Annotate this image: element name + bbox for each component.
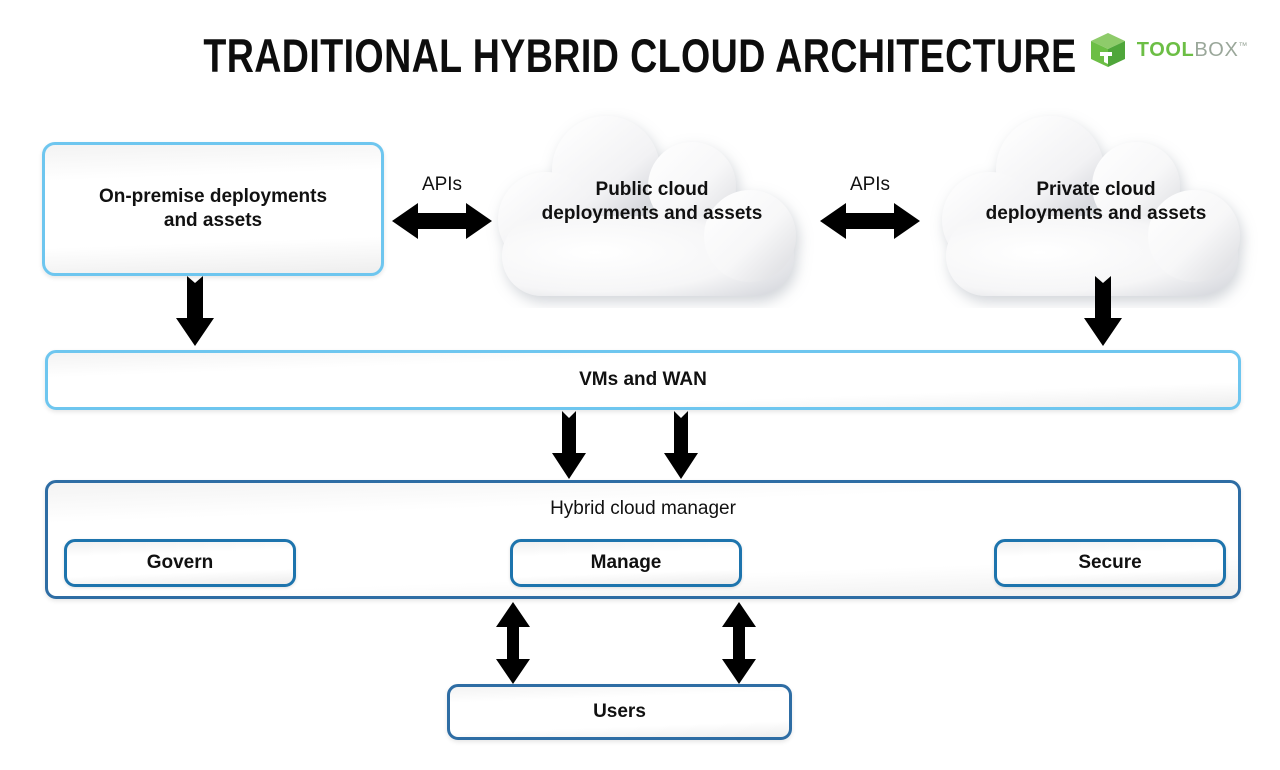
connector-vms-to-manager-right — [664, 411, 698, 479]
connector-manager-to-users-left — [496, 602, 530, 684]
double-arrow-horizontal-icon — [392, 203, 492, 239]
arrow-down-icon — [664, 411, 698, 479]
connector-manager-to-users-right — [722, 602, 756, 684]
connector-onprem-to-vms — [176, 276, 214, 346]
arrow-down-icon — [176, 276, 214, 346]
double-arrow-vertical-icon — [496, 602, 530, 684]
chip-govern[interactable]: Govern — [64, 539, 296, 587]
trademark-symbol: ™ — [1238, 40, 1248, 51]
hybrid-cloud-manager-title: Hybrid cloud manager — [550, 498, 736, 519]
arrow-down-icon — [1084, 276, 1122, 346]
node-public-cloud: Public cloud deployments and assets — [478, 108, 826, 308]
node-users-label: Users — [593, 700, 646, 722]
chip-govern-label: Govern — [146, 551, 214, 573]
cloud-shape-icon — [942, 116, 1240, 296]
connector-apis-right-label: APIs — [849, 174, 891, 195]
connector-private-to-vms — [1084, 276, 1122, 346]
node-vms-and-wan-label: VMs and WAN — [579, 368, 707, 390]
node-hybrid-cloud-manager: Hybrid cloud manager Govern Manage Secur… — [45, 480, 1241, 599]
connector-vms-to-manager-left — [552, 411, 586, 479]
toolbox-cube-icon — [1090, 33, 1125, 67]
node-on-premise-label: On-premise deployments and assets — [98, 185, 328, 231]
chip-manage[interactable]: Manage — [510, 539, 742, 587]
chip-secure-label: Secure — [1078, 551, 1142, 573]
chip-manage-label: Manage — [590, 551, 662, 573]
node-on-premise: On-premise deployments and assets — [42, 142, 384, 276]
node-vms-and-wan: VMs and WAN — [45, 350, 1241, 410]
arrow-down-icon — [552, 411, 586, 479]
wordmark-tool: TOOL — [1136, 39, 1195, 61]
double-arrow-horizontal-icon — [820, 203, 920, 239]
double-arrow-vertical-icon — [722, 602, 756, 684]
brand-logo: TOOLBOX™ — [1088, 28, 1248, 72]
connector-apis-left-label: APIs — [421, 174, 463, 195]
brand-wordmark: TOOLBOX™ — [1137, 40, 1248, 60]
cloud-shape-icon — [498, 116, 796, 296]
node-users: Users — [447, 684, 792, 740]
chip-secure[interactable]: Secure — [994, 539, 1226, 587]
page-title: TRADITIONAL HYBRID CLOUD ARCHITECTURE — [203, 29, 1077, 82]
connector-apis-right: APIs — [820, 175, 920, 246]
connector-apis-left: APIs — [392, 175, 492, 246]
wordmark-box: BOX — [1194, 39, 1239, 61]
